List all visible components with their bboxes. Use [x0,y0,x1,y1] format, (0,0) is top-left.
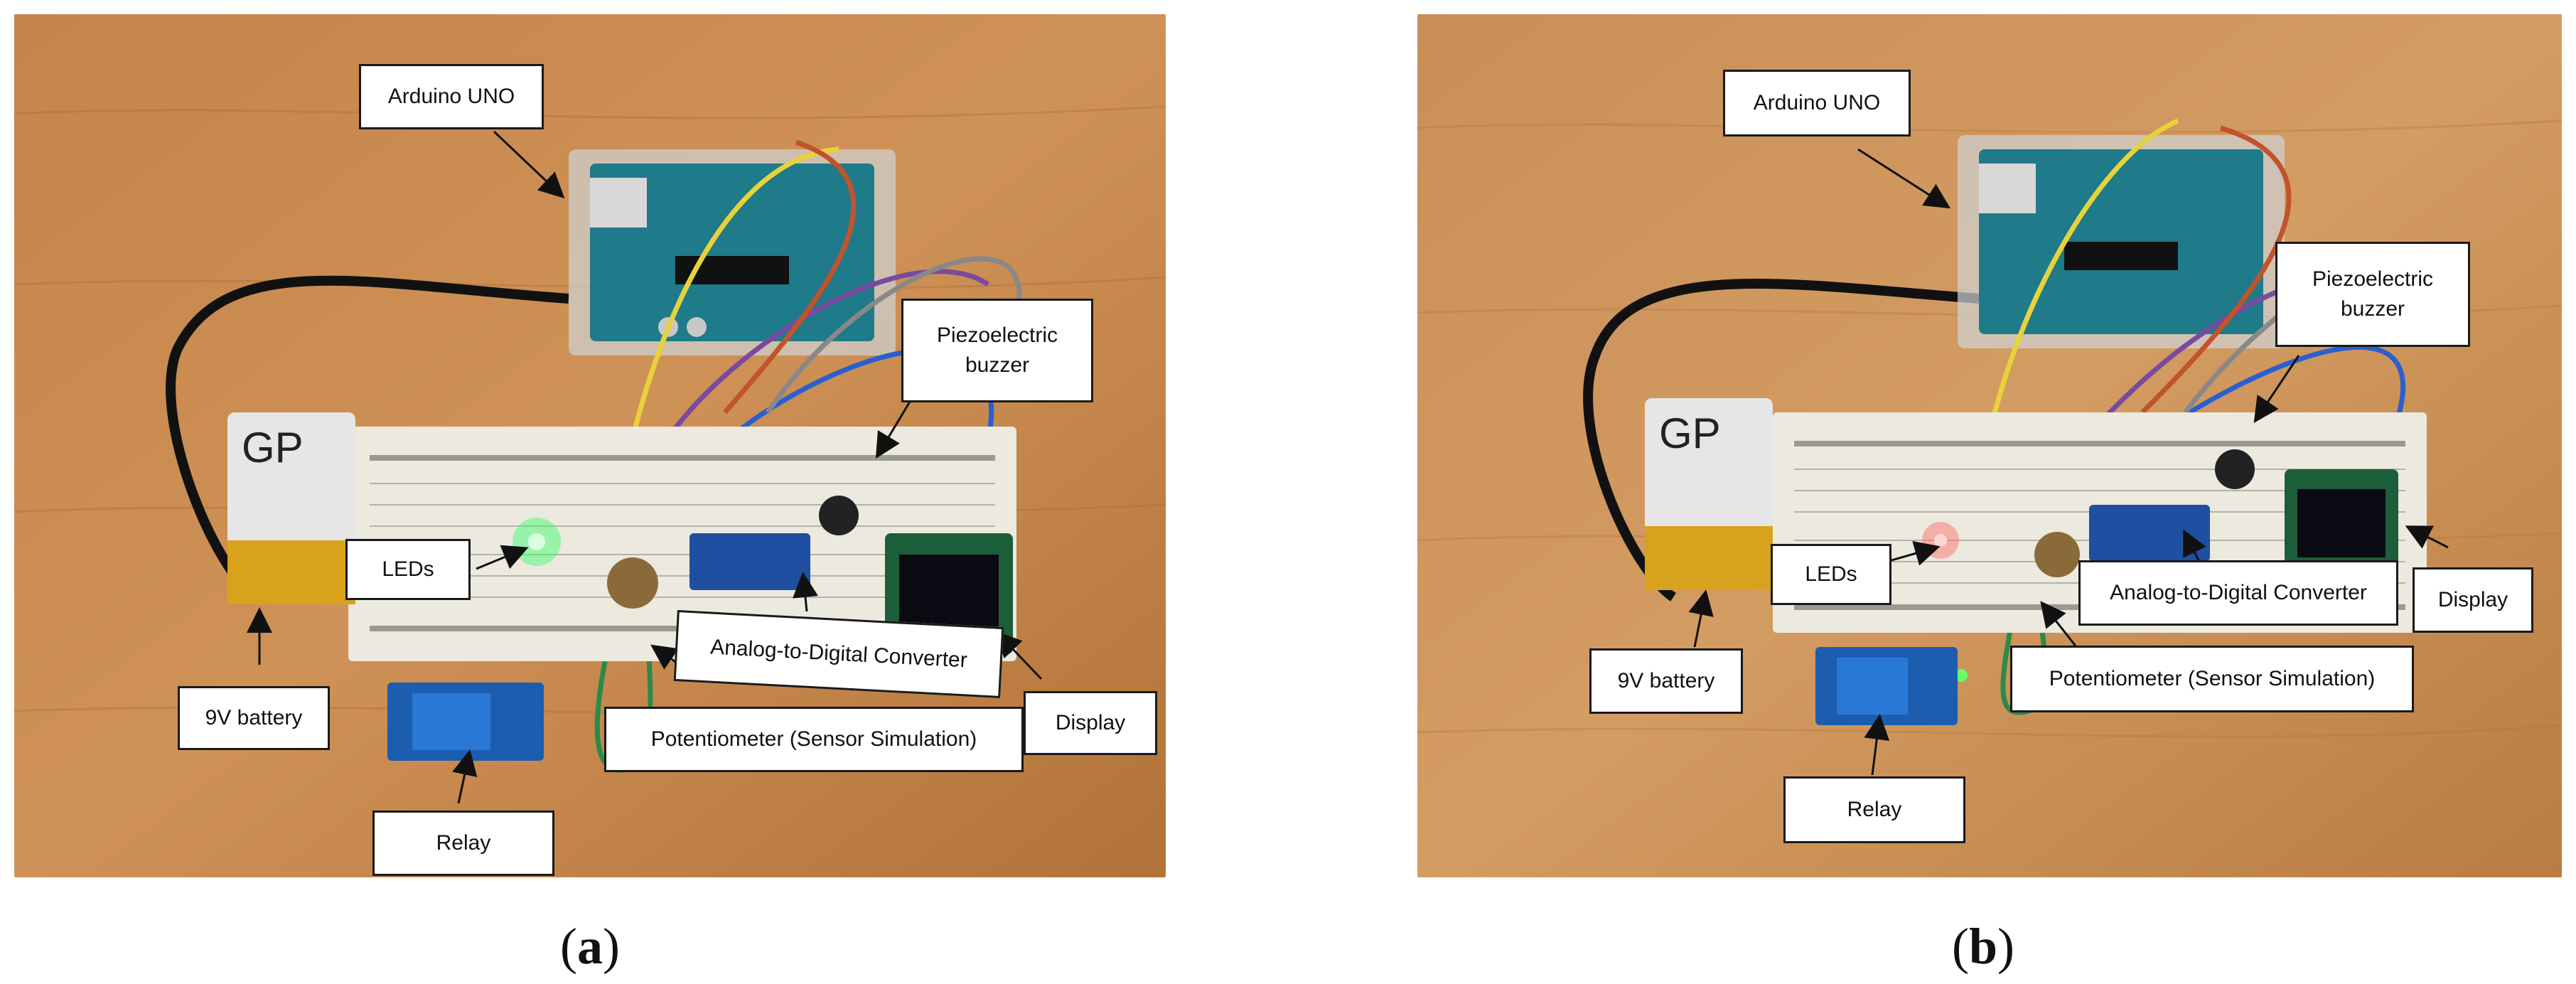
label-potentiometer: Potentiometer (Sensor Simulation) [604,707,1024,772]
potentiometer [607,557,658,609]
battery: GP [227,412,355,604]
label-arduino: Arduino UNO [359,64,544,129]
adc-module [2089,505,2210,562]
potentiometer [2034,532,2080,577]
label-adc: Analog-to-Digital Converter [2078,560,2398,626]
caption-a: (a) [560,918,620,975]
label-display: Display [1024,691,1157,755]
label-battery: 9V battery [1589,648,1743,714]
photo-panel-b: GP Ar [1417,14,2562,877]
label-leds: LEDs [345,539,471,600]
caption-b: (b) [1952,918,2015,975]
relay-module [1815,647,1958,725]
label-leds: LEDs [1771,544,1891,605]
label-arduino: Arduino UNO [1723,70,1911,137]
oled-display [2285,469,2398,576]
buzzer-component [819,496,859,535]
adc-module [689,533,810,590]
relay-module [387,683,544,761]
caption-a-letter: a [576,918,603,975]
label-buzzer: Piezoelectric buzzer [901,299,1093,402]
battery: GP [1645,398,1773,590]
svg-text:GP: GP [1659,410,1721,457]
label-battery: 9V battery [178,686,330,750]
label-display: Display [2413,567,2533,633]
photo-panel-a: GP [14,14,1166,877]
circuit-photo-b: GP [1417,14,2562,877]
label-relay: Relay [372,811,554,876]
svg-text:GP: GP [242,424,304,471]
label-buzzer: Piezoelectric buzzer [2275,242,2470,347]
label-relay: Relay [1783,776,1965,843]
breadboard [348,427,1016,661]
buzzer-component [2215,449,2255,489]
label-potentiometer: Potentiometer (Sensor Simulation) [2010,646,2414,712]
caption-b-letter: b [1968,918,1998,975]
